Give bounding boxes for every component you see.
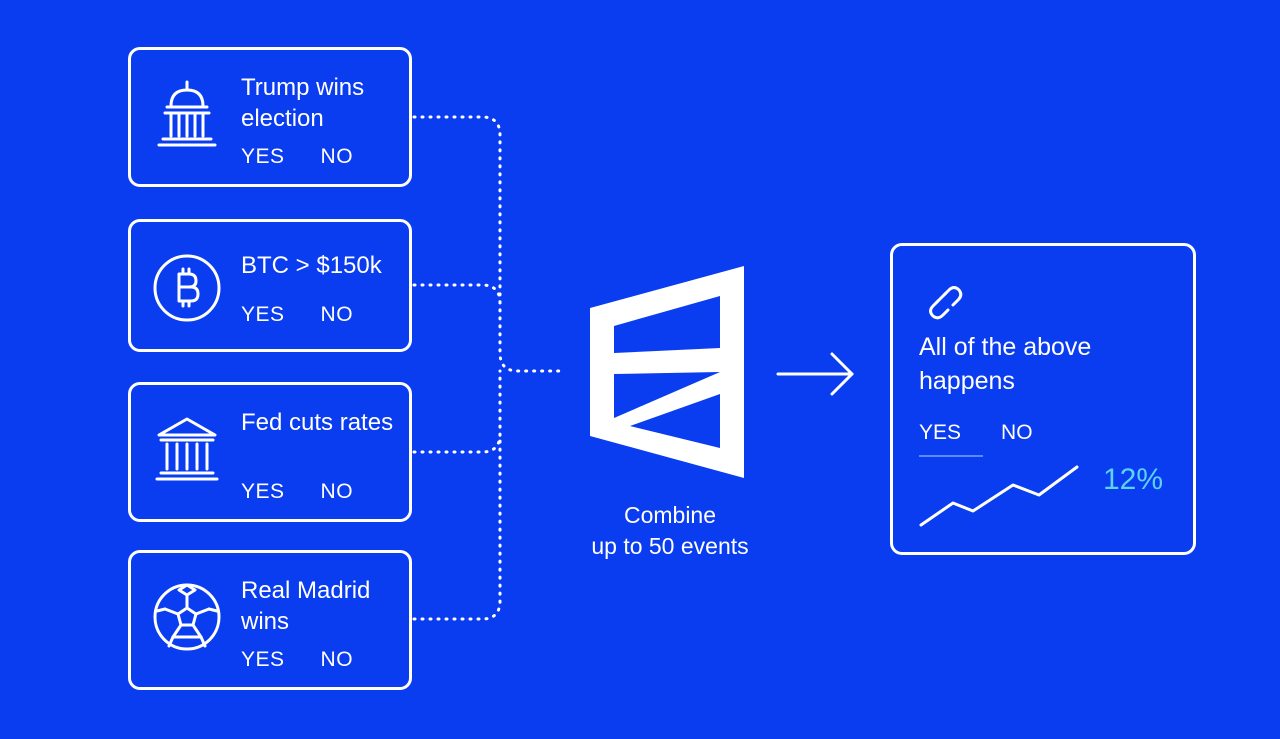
result-title: All of the above happens [919,333,1092,395]
yes-option[interactable]: YES [241,480,285,503]
no-option[interactable]: NO [320,145,354,168]
event-title: Trump wins election [241,74,365,132]
no-option[interactable]: NO [320,303,354,326]
trend-line-icon [919,465,1079,527]
event-title: Fed cuts rates [241,409,394,436]
no-option[interactable]: NO [1001,421,1033,444]
event-card-trump[interactable]: Trump wins election YES NO [128,47,412,187]
capitol-icon [157,80,217,147]
combine-line-2: up to 50 events [591,533,749,559]
combine-caption: Combine up to 50 events [560,500,780,562]
probability-value: 12% [1103,463,1164,496]
yes-selected-indicator [919,455,983,457]
event-card-fed[interactable]: Fed cuts rates YES NO [128,382,412,522]
result-card[interactable]: All of the above happens YES NO 12% [890,243,1196,555]
event-card-real-madrid[interactable]: Real Madrid wins YES NO [128,550,412,690]
bank-icon [155,417,219,481]
combine-logo-icon [590,266,744,478]
event-card-btc[interactable]: BTC > $150k YES NO [128,219,412,352]
event-title: Real Madrid wins [241,577,371,635]
soccer-ball-icon [153,583,221,651]
no-option[interactable]: NO [320,648,354,671]
combine-line-1: Combine [623,502,717,528]
no-option[interactable]: NO [320,480,354,503]
arrow-right-icon [776,352,854,396]
link-icon [929,286,963,320]
yes-option[interactable]: YES [241,303,285,326]
yes-option[interactable]: YES [241,145,285,168]
yes-option[interactable]: YES [919,421,962,444]
yes-option[interactable]: YES [241,648,285,671]
event-title: BTC > $150k [241,252,382,279]
bitcoin-icon [153,254,221,322]
